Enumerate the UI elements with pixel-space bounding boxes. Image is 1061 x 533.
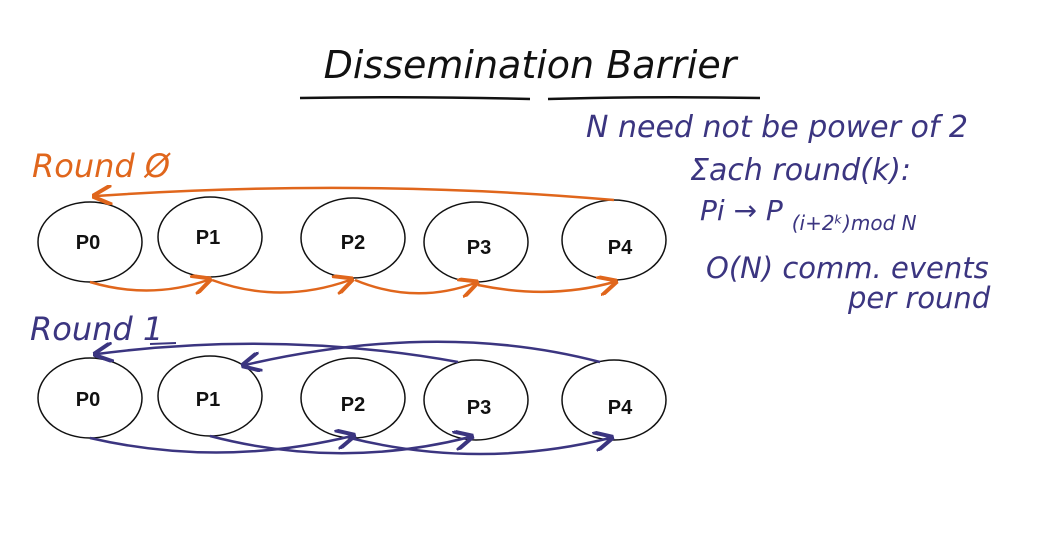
round0-label: Round Ø [32,147,171,185]
round0-node-p2: P2 [341,232,365,254]
round1-label-underline [149,342,177,345]
round1-arrow-p3-p0 [97,344,459,362]
round0-arrow-p1-p2 [211,280,350,293]
title-underline [299,95,761,101]
round0-arrow-p4-p0 [96,188,615,200]
note-line5: per round [847,281,991,315]
note-line2: Σach round(k): [690,153,911,188]
round1-arrow-p2-p4 [349,438,610,456]
page-title: Dissemination Barrier [324,43,739,87]
round1-node-p4: P4 [608,397,633,419]
note-line1: N need not be power of 2 [586,110,968,145]
round1-arrows [89,340,610,456]
round1-label: Round 1 [30,310,163,348]
round1-node-p2: P2 [341,394,365,416]
round0-node-p1: P1 [196,227,220,249]
round1-arrow-p0-p2 [89,436,352,454]
round1-nodes: P0 P1 P2 P3 P4 [37,355,667,441]
round1-arrow-p4-p1 [245,340,601,365]
round1-node-p1: P1 [196,389,220,411]
notes: N need not be power of 2 Σach round(k): … [586,110,991,315]
round0-arrow-p3-p4 [477,282,614,292]
round1-node-p0: P0 [76,389,100,411]
round0-node-p0: P0 [76,232,100,254]
round1-node-p3: P3 [467,397,491,419]
round0-arrow-p0-p1 [89,280,208,291]
note-rule-base: Pi → P [700,194,783,227]
note-line4: O(N) comm. events [706,251,989,285]
round0-node-p3: P3 [467,237,491,259]
round0-arrow-p2-p3 [354,280,475,293]
note-rule-subscript: (i+2ᵏ)mod N [792,211,917,235]
round0-arrows [89,188,615,293]
round1-arrow-p1-p3 [209,436,470,455]
round0-node-p4: P4 [608,237,633,259]
note-rule: Pi → P (i+2ᵏ)mod N [700,194,917,235]
round0-nodes: P0 P1 P2 P3 P4 [37,196,667,283]
